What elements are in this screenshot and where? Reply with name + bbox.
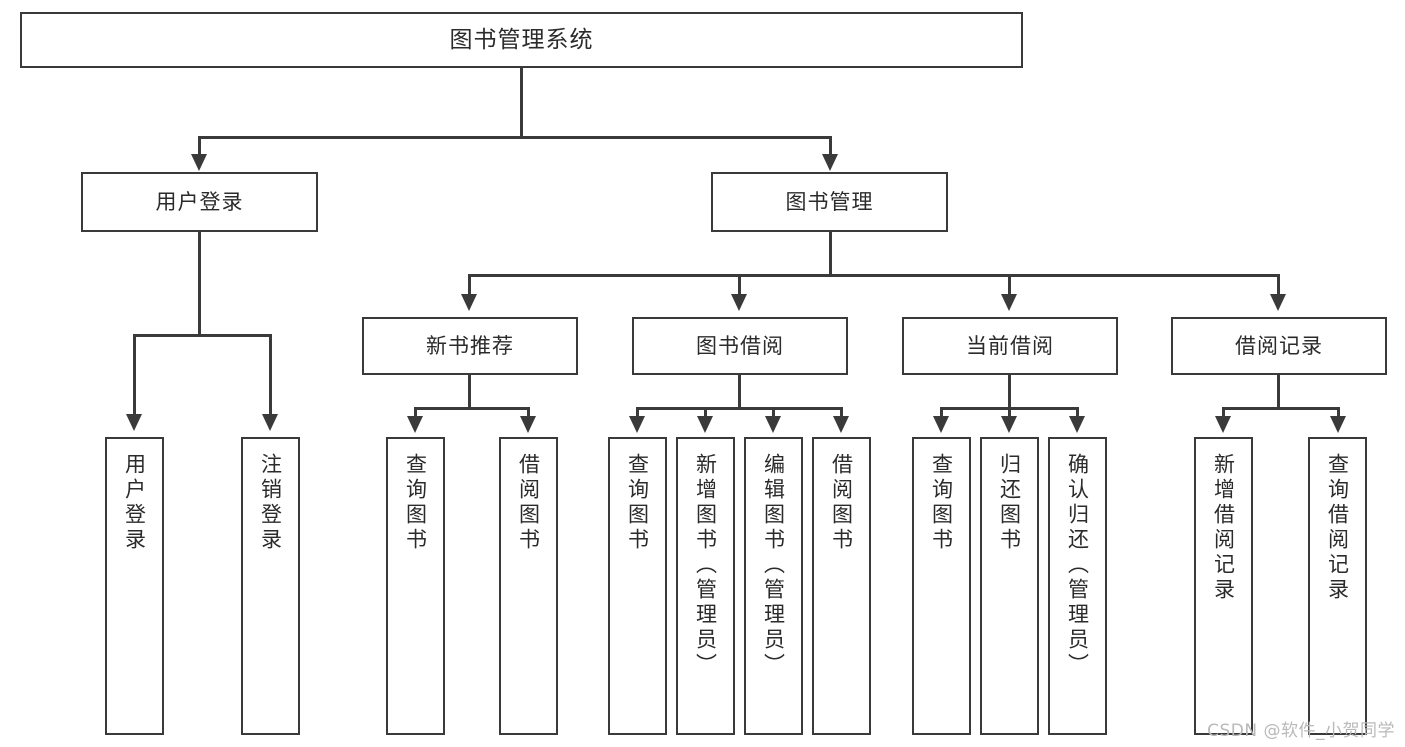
connector-root-to-user-login: [198, 136, 201, 158]
connector-book-borrow-stem: [738, 375, 741, 409]
connector-root-bus: [198, 136, 832, 139]
connector-borrow-record-stem: [1277, 375, 1280, 409]
connector-to-book-borrow: [738, 274, 741, 298]
leaf-new-book-borrow[interactable]: 借阅图书: [499, 437, 558, 735]
node-label: 图书管理: [785, 189, 874, 214]
connector-new-book-bus: [414, 407, 530, 410]
arrow-to-current-borrow: [1001, 294, 1017, 311]
node-label: 用户登录: [122, 453, 147, 553]
arrow-to-leaf-new-book-0: [407, 416, 423, 433]
connector-borrow-record-child-1: [1337, 407, 1340, 419]
arrow-to-leaf-book-borrow-3: [833, 416, 849, 433]
connector-new-book-stem: [468, 375, 471, 409]
leaf-current-borrow-confirm[interactable]: 确认归还（管理员）: [1048, 437, 1107, 735]
arrow-to-new-book: [461, 294, 477, 311]
connector-book-borrow-child-1: [704, 407, 707, 419]
connector-user-login-child-1: [269, 334, 272, 418]
arrow-to-leaf-book-borrow-2: [765, 416, 781, 433]
node-label: 用户登录: [155, 189, 244, 214]
leaf-borrow-record-add[interactable]: 新增借阅记录: [1194, 437, 1253, 735]
node-root-system[interactable]: 图书管理系统: [20, 12, 1023, 68]
node-label: 编辑图书（管理员）: [761, 453, 786, 678]
arrow-to-leaf-current-borrow-1: [1001, 416, 1017, 433]
leaf-user-login-login[interactable]: 用户登录: [105, 437, 164, 735]
node-label: 新书推荐: [426, 333, 514, 358]
connector-book-borrow-bus: [636, 407, 842, 410]
leaf-current-borrow-return[interactable]: 归还图书: [980, 437, 1039, 735]
leaf-book-borrow-borrow[interactable]: 借阅图书: [812, 437, 871, 735]
arrow-to-leaf-borrow-record-0: [1215, 416, 1231, 433]
node-book-borrow[interactable]: 图书借阅: [632, 317, 848, 375]
connector-book-borrow-child-0: [636, 407, 639, 419]
arrow-to-book-borrow: [731, 294, 747, 311]
connector-current-borrow-child-0: [940, 407, 943, 419]
arrow-to-leaf-current-borrow-0: [933, 416, 949, 433]
connector-book-mgmt-stem: [829, 232, 832, 276]
connector-borrow-record-child-0: [1222, 407, 1225, 419]
node-label: 图书借阅: [696, 333, 784, 358]
leaf-book-borrow-edit[interactable]: 编辑图书（管理员）: [744, 437, 803, 735]
arrow-to-borrow-record: [1270, 294, 1286, 311]
arrow-to-leaf-borrow-record-1: [1330, 416, 1346, 433]
connector-level3-bus: [468, 274, 1280, 277]
arrow-to-leaf-user-login-1: [262, 414, 278, 431]
connector-root-to-book-mgmt: [829, 136, 832, 158]
node-label: 注销登录: [258, 453, 283, 553]
leaf-user-login-logout[interactable]: 注销登录: [241, 437, 300, 735]
leaf-new-book-query[interactable]: 查询图书: [386, 437, 445, 735]
connector-current-borrow-child-1: [1008, 407, 1011, 419]
connector-book-borrow-child-3: [840, 407, 843, 419]
connector-root-stem: [520, 68, 523, 138]
node-book-management[interactable]: 图书管理: [711, 172, 948, 232]
arrow-to-leaf-user-login-0: [126, 414, 142, 431]
node-label: 借阅记录: [1235, 333, 1323, 358]
arrow-to-leaf-book-borrow-1: [697, 416, 713, 433]
node-user-login[interactable]: 用户登录: [81, 172, 318, 232]
node-label: 借阅图书: [516, 453, 541, 553]
connector-book-borrow-child-2: [772, 407, 775, 419]
leaf-borrow-record-query[interactable]: 查询借阅记录: [1308, 437, 1367, 735]
node-label: 查询图书: [929, 453, 954, 553]
node-label: 图书管理系统: [449, 26, 594, 53]
node-borrow-record[interactable]: 借阅记录: [1171, 317, 1387, 375]
node-label: 确认归还（管理员）: [1065, 453, 1090, 678]
leaf-book-borrow-add[interactable]: 新增图书（管理员）: [676, 437, 735, 735]
connector-new-book-child-0: [414, 407, 417, 419]
arrow-to-book-mgmt: [822, 154, 838, 171]
node-new-book-recommend[interactable]: 新书推荐: [362, 317, 578, 375]
node-current-borrow[interactable]: 当前借阅: [902, 317, 1118, 375]
connector-user-login-stem: [198, 232, 201, 336]
node-label: 当前借阅: [966, 333, 1054, 358]
node-label: 归还图书: [997, 453, 1022, 553]
arrow-to-leaf-current-borrow-2: [1069, 416, 1085, 433]
node-label: 借阅图书: [829, 453, 854, 553]
node-label: 查询图书: [403, 453, 428, 553]
leaf-current-borrow-query[interactable]: 查询图书: [912, 437, 971, 735]
connector-to-current-borrow: [1008, 274, 1011, 298]
arrow-to-user-login: [191, 154, 207, 171]
connector-user-login-bus: [133, 334, 269, 337]
connector-current-borrow-stem: [1008, 375, 1011, 409]
connector-current-borrow-child-2: [1076, 407, 1079, 419]
leaf-book-borrow-query[interactable]: 查询图书: [608, 437, 667, 735]
connector-to-new-book: [468, 274, 471, 298]
node-label: 新增借阅记录: [1211, 453, 1236, 603]
node-label: 新增图书（管理员）: [693, 453, 718, 678]
node-label: 查询图书: [625, 453, 650, 553]
arrow-to-leaf-new-book-1: [520, 416, 536, 433]
arrow-to-leaf-book-borrow-0: [629, 416, 645, 433]
connector-to-borrow-record: [1277, 274, 1280, 298]
connector-new-book-child-1: [527, 407, 530, 419]
connector-user-login-child-0: [133, 334, 136, 418]
connector-borrow-record-bus: [1222, 407, 1340, 410]
node-label: 查询借阅记录: [1325, 453, 1350, 603]
